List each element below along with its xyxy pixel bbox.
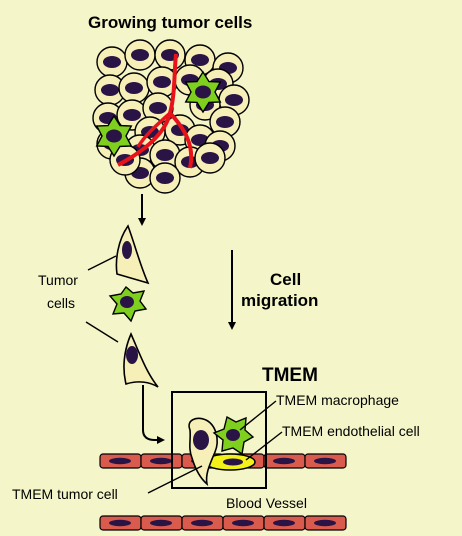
cluster-macrophage: [95, 114, 133, 158]
tmem-macrophage: [212, 415, 255, 456]
migrating-macrophage: [108, 285, 148, 323]
migrating-tumor-cell: [115, 224, 150, 285]
arrows: [138, 194, 236, 444]
tmem-title: TMEM: [262, 365, 318, 386]
vessel-segment: [263, 515, 306, 531]
tumor-cells-label-line1: Tumor: [38, 272, 78, 288]
tmem-endothelial-label: TMEM endothelial cell: [282, 423, 420, 439]
tumor-cell: [149, 139, 181, 171]
cell-migration-label-line1: Cell: [270, 270, 302, 289]
intravasation-arrow-icon: [142, 385, 165, 444]
tumor-cells-label-line2: cells: [47, 295, 76, 311]
tumor-cell: [194, 142, 226, 174]
blood-vessel-label: Blood Vessel: [226, 495, 307, 511]
tmem-tumor-cell-label: TMEM tumor cell: [12, 486, 118, 502]
vessel-segment: [304, 515, 347, 531]
tumor-cell: [118, 72, 150, 104]
endothelial-leader-line: [245, 431, 283, 461]
diagram-title: Growing tumor cells: [88, 13, 253, 32]
tumor-cell-leader-line: [147, 465, 203, 494]
vessel-segment: [140, 453, 183, 469]
blood-vessel-bottom: [99, 515, 347, 531]
tumor-cell: [149, 162, 181, 194]
macrophage-leader-line: [239, 400, 277, 431]
vessel-segment: [263, 453, 306, 469]
tumor-vessel: [117, 53, 194, 169]
vessel-segment: [181, 515, 224, 531]
vessel-segment: [99, 453, 142, 469]
endothelial-nucleus: [223, 458, 243, 466]
cluster-macrophage: [184, 70, 222, 114]
vessel-segment: [304, 453, 347, 469]
tumor-label-line-1: [87, 255, 117, 271]
tumor-cell: [96, 46, 128, 78]
tumor-cell: [209, 106, 241, 138]
tumor-label-line-2: [85, 321, 119, 343]
tumor-cell-cluster: [92, 39, 250, 194]
cell-migration-label-line2: migration: [241, 291, 319, 310]
vessel-segment: [99, 515, 142, 531]
tmem-tumor-cell: [188, 417, 218, 487]
tmem-macrophage-label: TMEM macrophage: [276, 392, 399, 408]
tmem-box: [171, 391, 267, 489]
migrating-tumor-cell-2: [123, 332, 159, 388]
tumor-cell: [154, 39, 186, 71]
vessel-segment: [222, 515, 265, 531]
vessel-segment: [140, 515, 183, 531]
tumor-cell: [124, 39, 156, 71]
